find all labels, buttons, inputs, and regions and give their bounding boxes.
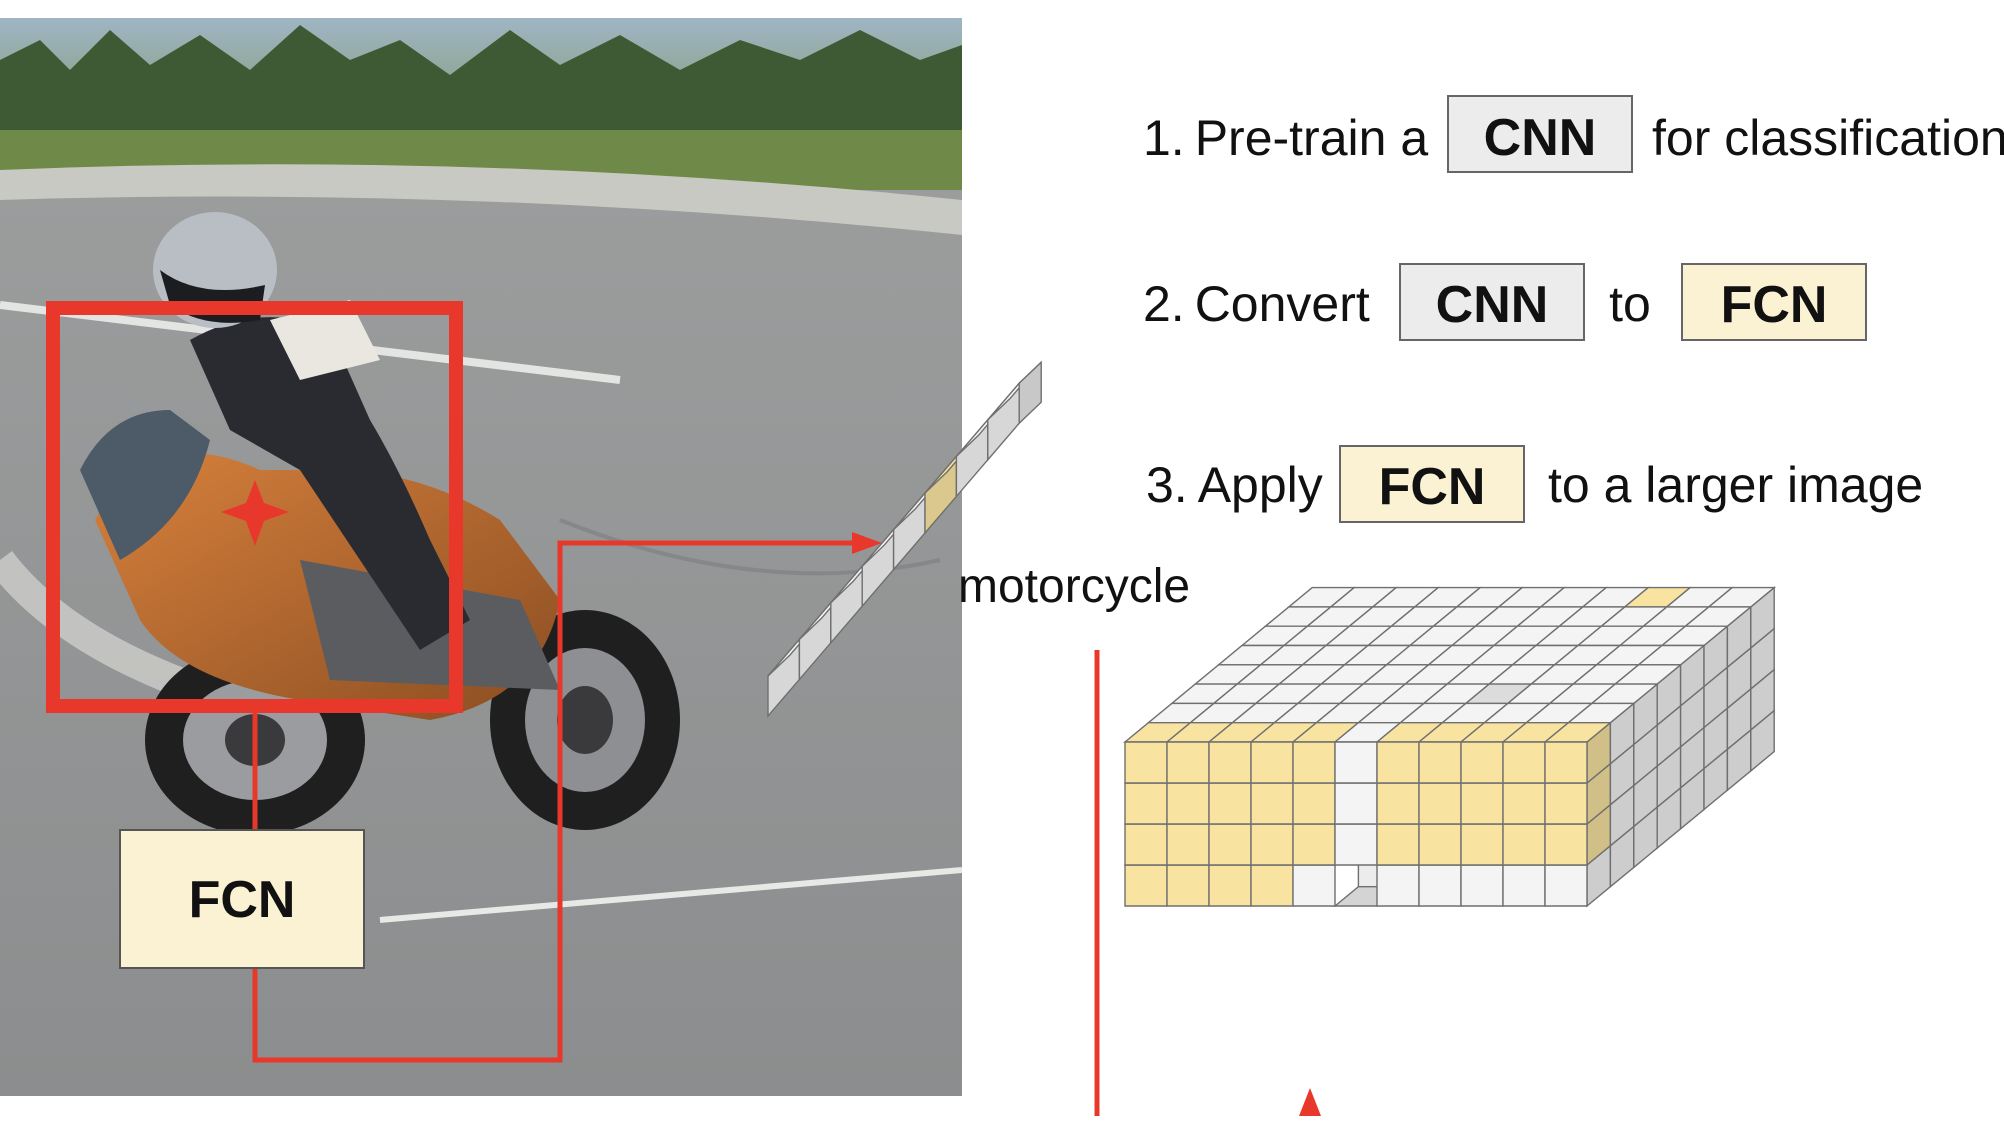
map-front-cell xyxy=(1502,782,1546,825)
map-front-cell xyxy=(1502,864,1546,907)
map-front-cell xyxy=(1250,823,1294,866)
map-front-cell xyxy=(1334,823,1378,866)
map-front-cell xyxy=(1250,864,1294,907)
step-1-cnn-label: CNN xyxy=(1484,109,1597,167)
map-front-cell xyxy=(1292,741,1336,784)
map-front-cell xyxy=(1292,823,1336,866)
map-front-cell xyxy=(1418,864,1462,907)
connector-fcn-to-vector xyxy=(252,540,870,1063)
map-front-cell xyxy=(1544,823,1588,866)
map-front-cell xyxy=(1124,864,1168,907)
map-front-cell xyxy=(1208,782,1252,825)
step-2-fcn-label: FCN xyxy=(1721,276,1828,334)
map-front-cell xyxy=(1418,823,1462,866)
map-front-cell xyxy=(1124,823,1168,866)
step-2-text: 2.Convert xyxy=(1143,276,1370,332)
map-front-cell xyxy=(1124,741,1168,784)
step-2-fcn-box xyxy=(1681,263,1867,341)
step-1: 1.Pre-train a CNN for classification xyxy=(1143,95,2004,173)
fcn-box-left: FCN xyxy=(119,829,365,969)
step-3: 3.Apply FCN to a larger image xyxy=(1146,445,1923,523)
map-front-cell xyxy=(1460,864,1504,907)
map-front-cell xyxy=(1376,823,1420,866)
map-front-cell xyxy=(1502,741,1546,784)
step-2-mid: to xyxy=(1609,276,1651,332)
fcn-box-left-label: FCN xyxy=(189,871,296,929)
map-front-cell xyxy=(1376,741,1420,784)
output-feature-map xyxy=(1123,586,1777,908)
output-label: motorcycle xyxy=(958,560,1190,613)
map-front-cell xyxy=(1502,823,1546,866)
map-front-cell xyxy=(1460,782,1504,825)
output-vector xyxy=(767,360,1042,718)
star-marker xyxy=(221,480,289,546)
map-front-cell xyxy=(1544,864,1588,907)
step-2: 2.Convert CNN to FCN xyxy=(1143,263,1867,341)
step-3-text: 3.Apply xyxy=(1146,457,1323,513)
step-2-cnn-label: CNN xyxy=(1436,276,1549,334)
map-front-cell xyxy=(1166,782,1210,825)
map-front-cell xyxy=(1376,864,1420,907)
arrowhead-vector xyxy=(852,532,882,554)
map-front-cell xyxy=(1166,823,1210,866)
map-front-cell xyxy=(1166,741,1210,784)
step-1-text: 1.Pre-train a xyxy=(1143,110,1428,166)
map-front-cell xyxy=(1334,782,1378,825)
map-front-cell xyxy=(1292,782,1336,825)
step-2-cnn-box xyxy=(1399,263,1585,341)
map-front-cell xyxy=(1544,782,1588,825)
map-front-cell xyxy=(1292,864,1336,907)
map-front-cell xyxy=(1124,782,1168,825)
map-front-cell xyxy=(1334,741,1378,784)
map-front-cell xyxy=(1208,823,1252,866)
map-front-cell xyxy=(1544,741,1588,784)
map-front-cell xyxy=(1460,823,1504,866)
step-3-fcn-box xyxy=(1339,445,1525,523)
arrowhead-grid xyxy=(1299,1088,1321,1116)
map-front-cell xyxy=(1208,864,1252,907)
step-1-post: for classification xyxy=(1652,110,2004,166)
vector-cell-side xyxy=(987,381,1020,462)
step-3-post: to a larger image xyxy=(1548,457,1923,513)
step-1-cnn-box xyxy=(1447,95,1633,173)
map-front-cell xyxy=(1208,741,1252,784)
map-front-cell xyxy=(1166,864,1210,907)
map-front-cell xyxy=(1250,782,1294,825)
map-front-cell xyxy=(1418,741,1462,784)
step-3-fcn-label: FCN xyxy=(1379,458,1486,516)
vector-cell-end xyxy=(1018,360,1042,425)
map-front-cell xyxy=(1376,782,1420,825)
map-front-cell xyxy=(1460,741,1504,784)
map-front-cell xyxy=(1418,782,1462,825)
map-front-cell xyxy=(1250,741,1294,784)
